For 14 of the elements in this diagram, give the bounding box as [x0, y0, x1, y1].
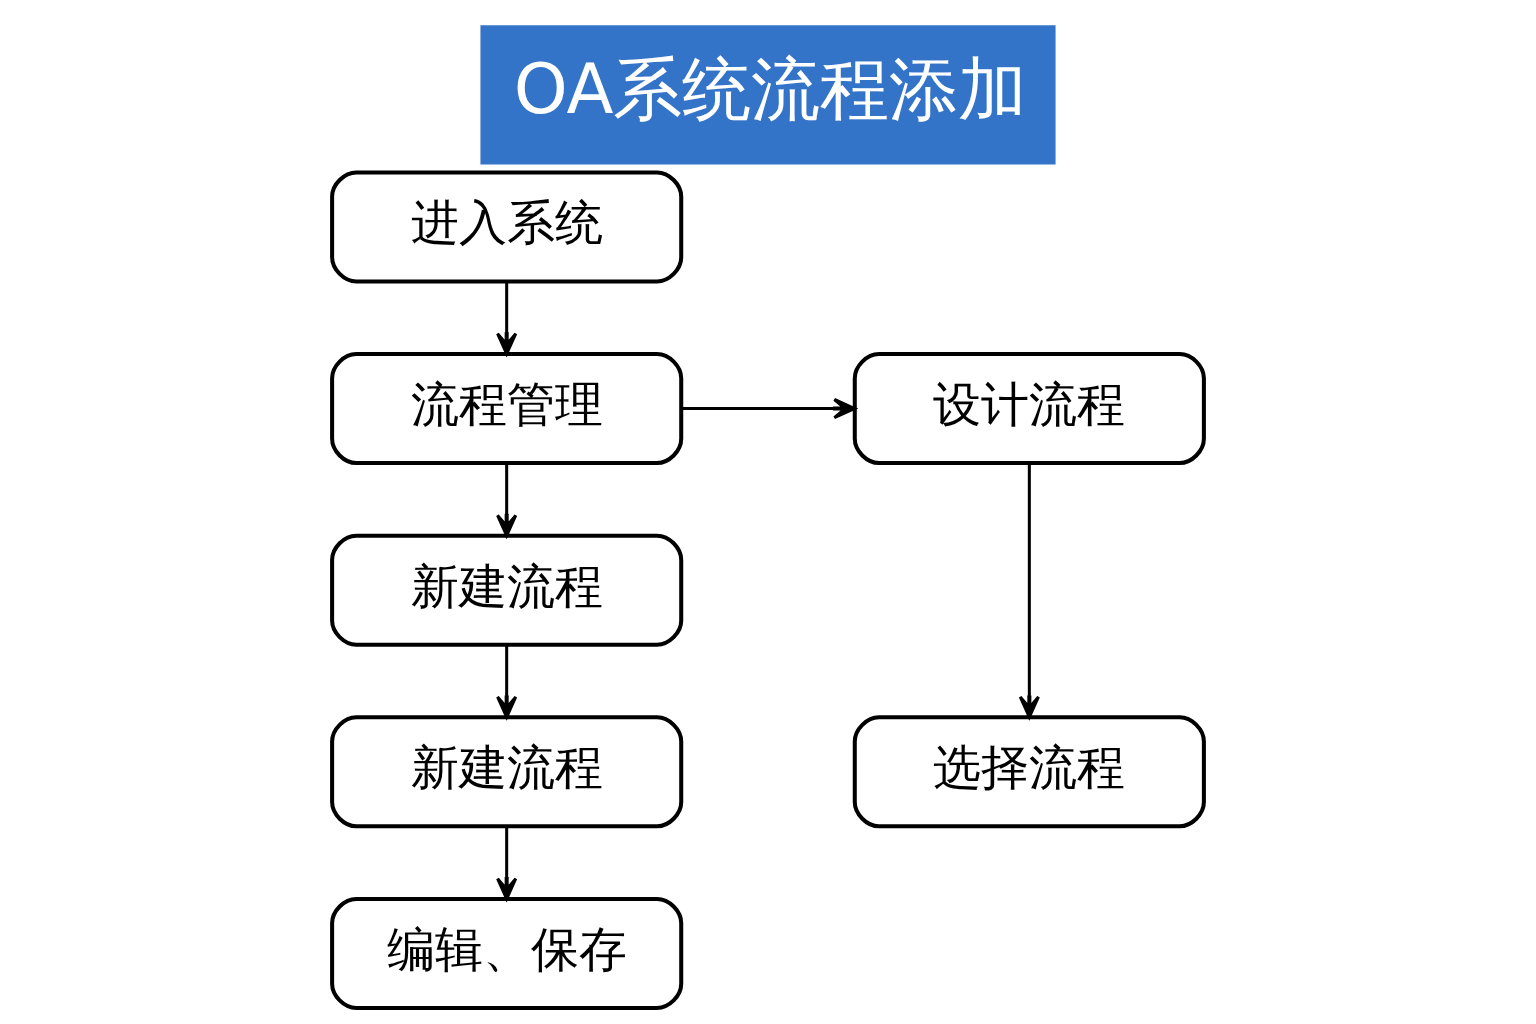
arrow: [496, 463, 518, 537]
node-box: 进入系统: [330, 169, 684, 283]
node-box: 选择流程: [852, 714, 1206, 828]
node-box: 编辑、保存: [330, 896, 684, 1010]
arrow: [496, 281, 518, 355]
node-box: 新建流程: [330, 533, 684, 647]
arrow: [496, 826, 518, 900]
arrow: [681, 397, 857, 419]
diagram-title: OA系统流程添加: [513, 48, 1028, 129]
arrow: [496, 645, 518, 719]
arrow: [1018, 463, 1040, 719]
node-box: 设计流程: [852, 351, 1206, 465]
node-box: 流程管理: [330, 351, 684, 465]
node-box: 新建流程: [330, 714, 684, 828]
